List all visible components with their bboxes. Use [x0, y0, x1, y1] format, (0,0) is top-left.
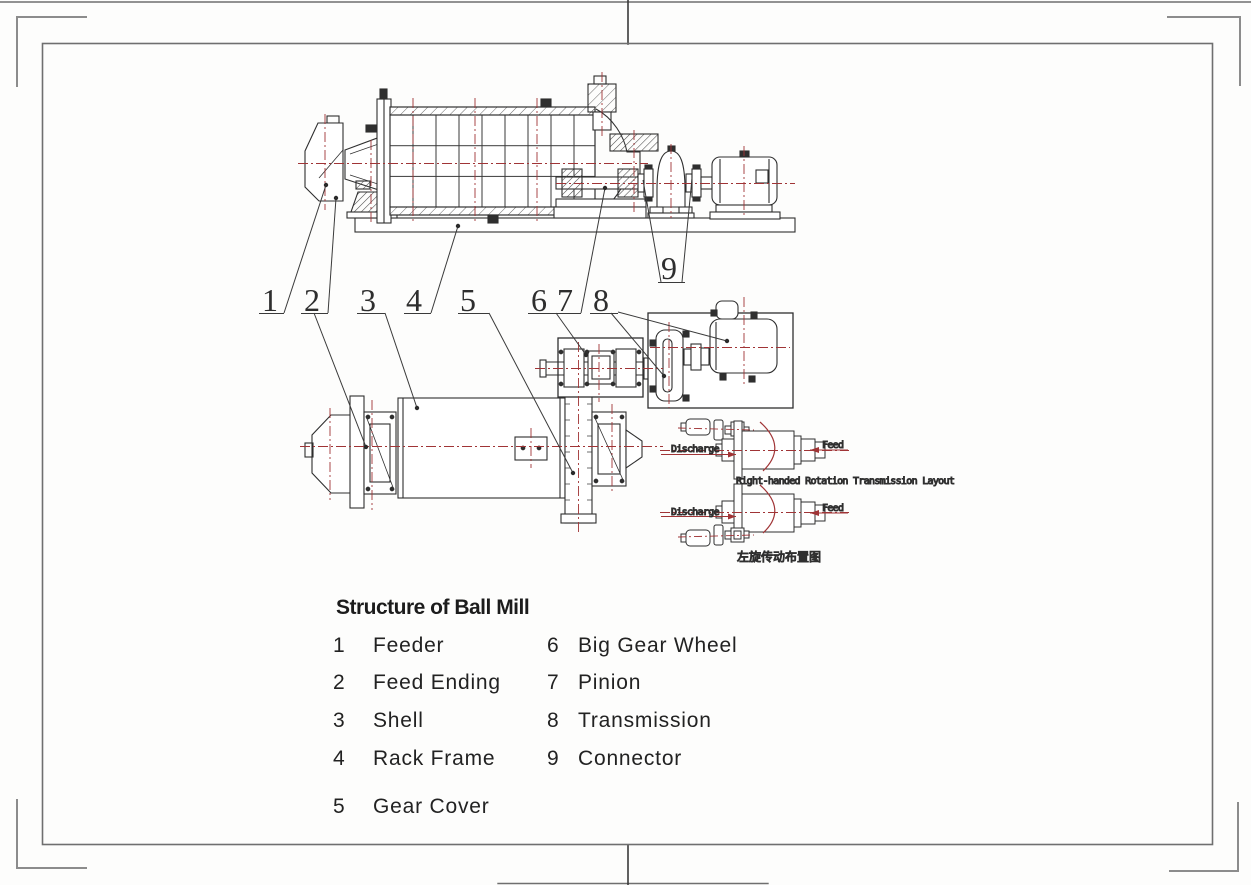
discharge-arrow: [728, 513, 736, 520]
motor-plan: [709, 300, 778, 383]
discharge-end-bearing-plan: [591, 411, 643, 487]
drawing-border: [41, 42, 1214, 846]
rotation-layout-left-handed: Discharge Feed 左旋传动布置图: [660, 483, 849, 565]
feed-arrow: [810, 447, 819, 453]
callout-4-rack-frame: 4: [406, 282, 422, 318]
discharge-arrow: [728, 451, 736, 458]
discharge-head: [587, 75, 641, 215]
mill-body: [715, 420, 826, 480]
leader-dots: [323, 182, 730, 476]
rotation-arc: [759, 484, 776, 534]
corner-mark-bottom-right: [1169, 802, 1239, 872]
rotation-and-flow-marks: [660, 484, 849, 538]
feed-arrow: [810, 510, 819, 516]
pinion-shaft-assembly: [553, 168, 647, 219]
rotation-and-flow-marks: [660, 421, 849, 472]
pinion-housing-plan: [539, 337, 660, 398]
feed-label-left-handed: Feed: [822, 503, 844, 514]
centerlines-plan-view: [300, 297, 790, 532]
rotation-arc: [759, 421, 776, 472]
callout-3-shell: 3: [360, 282, 376, 318]
plan-view: [300, 297, 794, 532]
callout-9-connector: 9: [661, 250, 677, 286]
connector-couplings: [637, 164, 713, 202]
discharge-spout: [625, 428, 643, 470]
discharge-label-left-handed: Discharge: [671, 507, 720, 518]
centerlines-side-view: [298, 72, 795, 224]
discharge-label-right-handed: Discharge: [671, 444, 720, 455]
feed-end-bearing-plan: [349, 395, 397, 509]
feed-label-right-handed: Feed: [822, 440, 844, 451]
corner-marks: [16, 16, 1241, 872]
shell-drum-plan: [397, 397, 566, 499]
callout-5-gear-cover: 5: [460, 282, 476, 318]
corner-mark-top-right: [1167, 16, 1241, 86]
reducer-plan: [649, 329, 690, 402]
motor-side: [709, 150, 781, 220]
drive-unit: [680, 418, 750, 441]
callout-8-transmission: 8: [593, 282, 609, 318]
caption-left-handed: 左旋传动布置图: [737, 549, 821, 564]
base-frame: [354, 217, 796, 233]
leader-lines: [259, 177, 728, 474]
callout-7-pinion: 7: [557, 282, 573, 318]
coupling-plan: [683, 343, 710, 371]
corner-mark-bottom-left: [16, 799, 87, 869]
transmission-platform-plan: [647, 300, 794, 409]
feeder-hopper-plan: [304, 414, 353, 494]
side-elevation-view: [298, 72, 796, 233]
callout-2-feed-ending: 2: [304, 282, 320, 318]
feeder-hopper: [304, 115, 344, 202]
callout-labels: 1 2 3 4 5 6 7 8 9: [259, 177, 730, 476]
shell-drum: [376, 88, 596, 224]
callout-1-feeder: 1: [262, 282, 278, 318]
rotation-layout-right-handed: Discharge Feed Right-handed Rotation Tra…: [660, 418, 956, 488]
corner-mark-top-left: [16, 16, 87, 87]
caption-right-handed: Right-handed Rotation Transmission Layou…: [736, 476, 955, 487]
callout-6-big-gear-wheel: 6: [531, 282, 547, 318]
